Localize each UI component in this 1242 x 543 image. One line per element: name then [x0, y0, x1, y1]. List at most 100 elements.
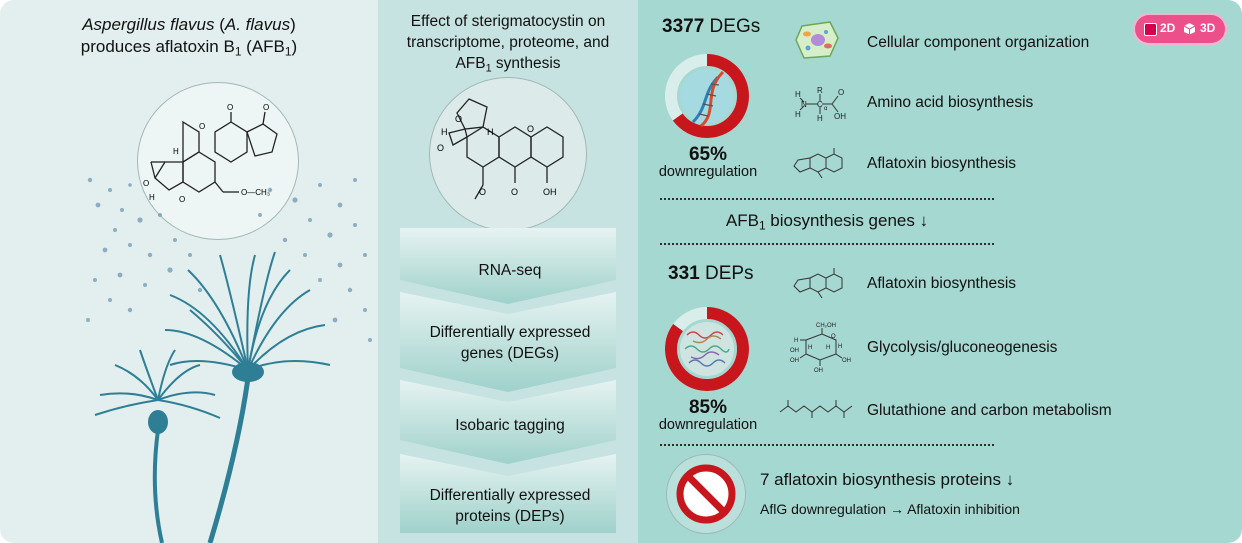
atom-oh: OH	[814, 368, 823, 374]
title-line2-mid: (AFB	[241, 37, 285, 56]
subscript: 1	[758, 218, 766, 233]
sterigmatocystin-molecule-circle	[429, 77, 587, 231]
atom-h1: H	[173, 147, 179, 156]
degs-donut-chart	[665, 54, 749, 138]
atom-o5: O	[179, 195, 185, 204]
cell-icon	[795, 21, 839, 59]
deg-item-aflatoxin: Aflatoxin biosynthesis	[867, 155, 1017, 172]
step-degs: Differentially expressed genes (DEGs)	[400, 322, 620, 364]
workflow-chevrons	[400, 228, 616, 533]
donut-arc-downregulated	[665, 307, 749, 391]
donut-center	[680, 322, 734, 376]
afb-text: AFB	[725, 211, 759, 230]
alpha-label: α	[824, 106, 828, 112]
atom-h: H	[795, 110, 801, 119]
divider	[660, 243, 994, 245]
glucose-structure-icon: CH₂OH O H H H H OH OH OH OH	[790, 323, 851, 374]
atom-h: H	[838, 344, 842, 350]
atom-h1: H	[441, 127, 448, 137]
atom-oh: OH	[790, 348, 799, 354]
species-name: Aspergillus flavus	[82, 15, 215, 34]
divider	[660, 198, 994, 200]
step-line: proteins (DEPs)	[455, 508, 565, 525]
divider	[660, 444, 994, 446]
atom-n: N	[801, 100, 807, 109]
step-line: genes (DEGs)	[460, 345, 560, 362]
dep-item-glycolysis: Glycolysis/gluconeogenesis	[867, 339, 1058, 356]
atom-c: C	[817, 100, 823, 109]
atom-oh: OH	[790, 358, 799, 364]
square-2d-icon	[1144, 23, 1157, 36]
deps-count-label: 331 DEPs	[668, 263, 754, 285]
dna-helix-icon	[691, 70, 725, 128]
toggle-3d-label[interactable]: 3D	[1200, 21, 1216, 35]
aflatoxin-structure-small-icon	[793, 268, 843, 299]
methoxy-o: O	[479, 187, 486, 197]
middle-panel-title: Effect of sterigmatocystin on transcript…	[378, 11, 638, 74]
title-line2-text: produces aflatoxin B	[80, 37, 235, 56]
atom-h: H	[817, 114, 823, 122]
species-abbrev: A. flavus	[224, 15, 291, 34]
atom-o: O	[838, 88, 844, 97]
atom-oh: OH	[834, 112, 846, 121]
dep-item-aflatoxin: Aflatoxin biosynthesis	[867, 275, 1017, 292]
atom-o4: O	[511, 187, 518, 197]
atom-o2: O	[263, 103, 269, 112]
degs-caption: downregulation	[658, 164, 758, 180]
left-panel-title: Aspergillus flavus (A. flavus) produces …	[0, 14, 378, 58]
deps-caption: downregulation	[658, 417, 758, 433]
atom-o1: O	[227, 103, 233, 112]
atom-o3: O	[199, 122, 205, 131]
deps-label: DEPs	[699, 263, 754, 284]
deg-item-amino-acid: Amino acid biosynthesis	[867, 94, 1034, 111]
afb1-molecule-circle	[137, 82, 299, 240]
left-title-line2: produces aflatoxin B1 (AFB1)	[0, 36, 378, 58]
atom-h: H	[794, 338, 798, 344]
afb1-structure-icon: O O O O O H H O—CH₃	[143, 103, 278, 204]
atom-h: H	[795, 90, 801, 99]
subscript: 1	[284, 44, 292, 59]
step-line: Differentially expressed	[429, 487, 591, 504]
atom-h2: H	[149, 193, 155, 202]
deg-item-cellular: Cellular component organization	[867, 34, 1090, 51]
ring-o: O	[831, 334, 836, 340]
atom-o2: O	[455, 114, 462, 124]
toggle-2d-label[interactable]: 2D	[1160, 21, 1176, 35]
aspergillus-fungus-illustration	[86, 177, 372, 543]
ch2oh-label: CH₂OH	[816, 323, 836, 329]
view-mode-toggle[interactable]: 2D 3D	[1135, 15, 1225, 43]
bottom-subtitle: AflG downregulation → Aflatoxin inhibiti…	[760, 501, 1020, 517]
degs-count: 3377	[662, 16, 705, 37]
genes-down-text: biosynthesis genes ↓	[765, 211, 929, 230]
degs-count-label: 3377 DEGs	[662, 16, 760, 38]
middle-title-line3: AFB1 synthesis	[378, 53, 638, 74]
step-line: RNA-seq	[478, 262, 542, 279]
paren-close: )	[290, 15, 296, 34]
degs-percent: 65%	[688, 144, 728, 165]
step-isobaric-tagging: Isobaric tagging	[400, 415, 620, 436]
donut-arc-downregulated	[665, 54, 749, 138]
atom-h: H	[808, 345, 812, 351]
step-rna-seq: RNA-seq	[400, 260, 620, 281]
protein-structure-icon	[684, 331, 730, 367]
afb1-genes-line: AFB1 biosynthesis genes ↓	[660, 211, 994, 233]
methoxy-label: O—CH₃	[241, 188, 270, 197]
atom-o3: O	[527, 124, 534, 134]
hydroxyl-label: OH	[543, 187, 557, 197]
atom-oh: OH	[842, 358, 851, 364]
atom-h2: H	[487, 127, 494, 137]
prohibition-icon	[676, 464, 736, 524]
middle-title-line2: transcriptome, proteome, and	[406, 34, 610, 51]
step-line: Differentially expressed	[429, 324, 591, 341]
atom-o1: O	[437, 143, 444, 153]
deps-count: 331	[668, 263, 700, 284]
sterigmatocystin-structure-icon: H H O O O O OH O	[437, 98, 564, 200]
amino-acid-structure-icon: N H H R C α H O OH	[795, 86, 846, 122]
paren-open: (	[214, 15, 225, 34]
deps-percent: 85%	[688, 397, 728, 418]
bottom-title: 7 aflatoxin biosynthesis proteins ↓	[760, 470, 1015, 489]
aflatoxin-structure-small-icon	[793, 148, 843, 179]
atom-r: R	[817, 86, 823, 95]
synthesis-text: synthesis	[491, 55, 561, 72]
